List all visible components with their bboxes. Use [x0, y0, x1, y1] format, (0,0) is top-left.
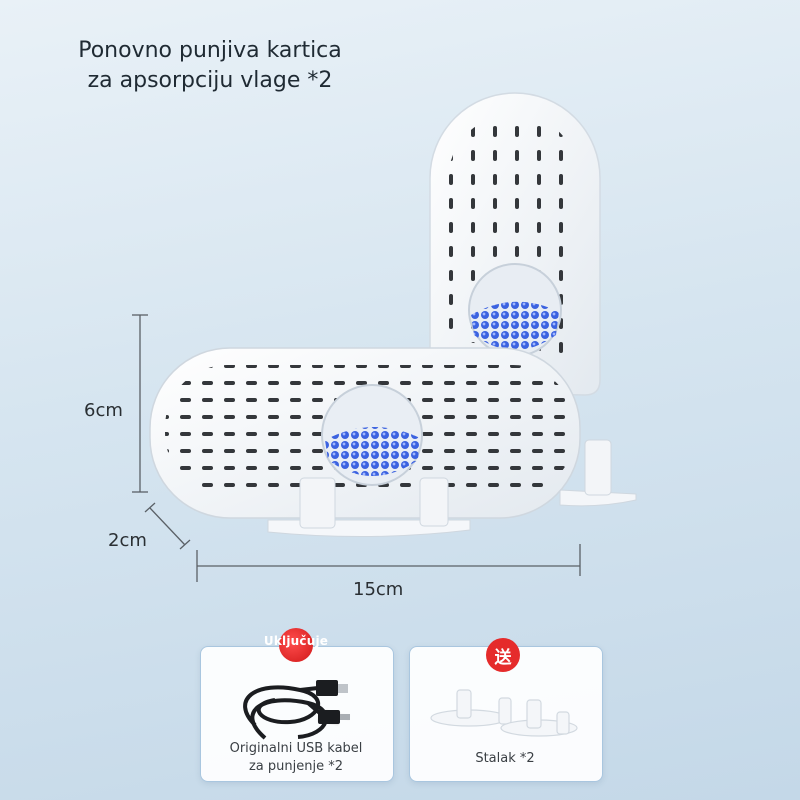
usb-cable-overlay	[243, 680, 350, 740]
included-badge-label: Uključuje	[263, 634, 329, 648]
back-device	[429, 92, 637, 507]
title-line-2: za apsorpciju vlage *2	[87, 68, 333, 93]
usb-caption-line-2: za punjenje *2	[248, 759, 343, 774]
product-title: Ponovno punjiva kartica za apsorpciju vl…	[40, 36, 380, 96]
dimension-lines	[132, 314, 581, 582]
front-device	[149, 347, 581, 538]
usb-cable-caption: Originalni USB kabel za punjenje *2	[200, 740, 392, 776]
usb-cable-card	[200, 646, 394, 782]
gift-badge: 送	[486, 638, 520, 672]
stand-caption: Stalak *2	[475, 751, 535, 766]
title-line-1: Ponovno punjiva kartica	[78, 38, 342, 63]
stand-image	[430, 689, 578, 737]
depth-dimension-label: 2cm	[108, 530, 147, 551]
width-dimension-label: 15cm	[353, 579, 404, 600]
included-badge	[279, 628, 313, 662]
usb-caption-line-1: Originalni USB kabel	[229, 741, 363, 756]
height-dimension-label: 6cm	[84, 400, 123, 421]
